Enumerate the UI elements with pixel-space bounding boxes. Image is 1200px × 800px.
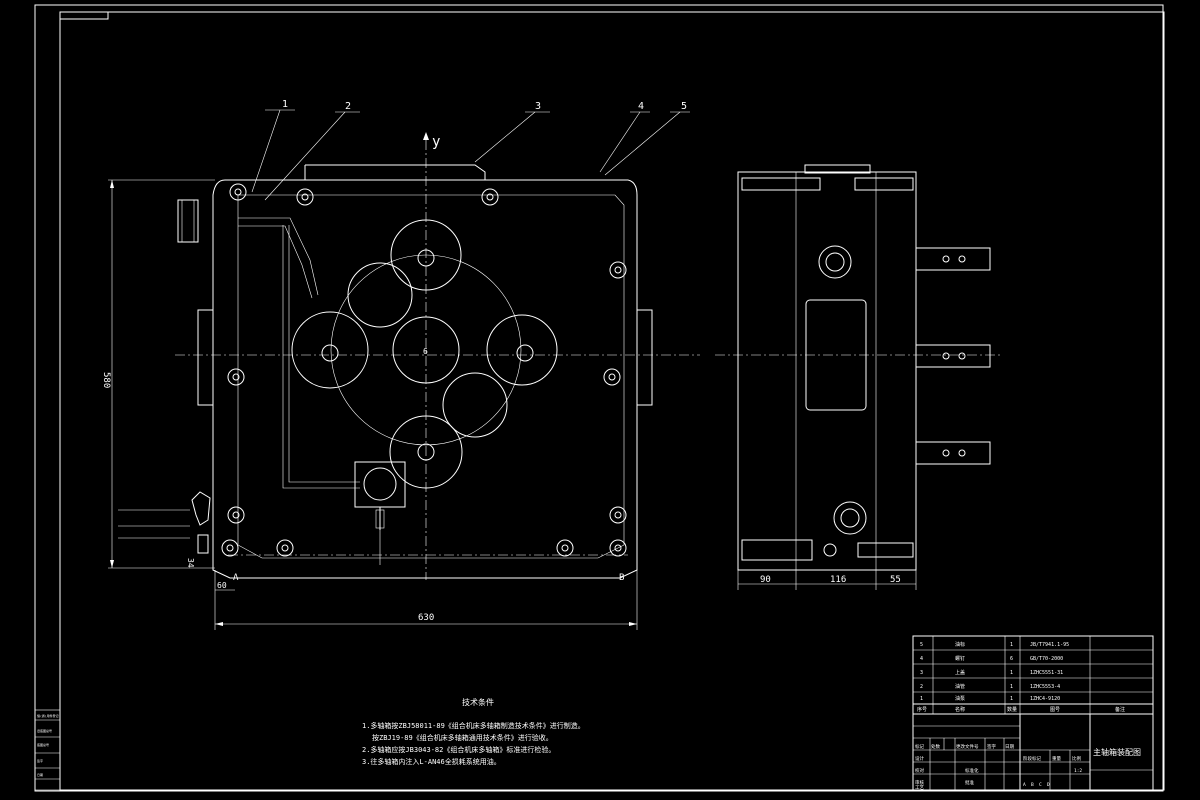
tb-stage-a: A <box>1023 782 1026 788</box>
notes-heading: 技术条件 <box>462 697 494 707</box>
header-remark: 备注 <box>1115 706 1125 713</box>
tb-stage-b: B <box>1031 782 1034 788</box>
part-name-1: 螺钉 <box>955 655 965 662</box>
header-name: 名称 <box>955 706 965 713</box>
point-a: A <box>233 573 239 583</box>
part-name-0: 油标 <box>955 641 965 648</box>
part-name-4: 油泵 <box>955 695 965 702</box>
part-qty-0: 1 <box>1010 642 1013 648</box>
tb-label-4: 日期 <box>1005 744 1014 750</box>
dim-side-c: 55 <box>890 575 901 585</box>
tb-label-11: 阶段标记 <box>1023 755 1041 762</box>
part-code-3: 1ZHC5553-4 <box>1030 684 1060 690</box>
part-code-0: JB/T7941.1-95 <box>1030 642 1069 648</box>
center-label: 6 <box>423 347 428 356</box>
title-block: 标记 处数 更改文件号 签字 日期 设计 校对 审核 工艺 标准化 批准 阶段标… <box>912 713 1154 791</box>
point-b: B <box>619 573 624 583</box>
tb-stage-d: D <box>1047 782 1050 788</box>
tb-label-6: 校对 <box>915 767 924 774</box>
tb-label-12: 重量 <box>1052 755 1061 762</box>
part-qty-1: 6 <box>1010 656 1013 662</box>
dim-offset-left: 60 <box>217 581 227 590</box>
inner-frame <box>59 11 1165 791</box>
part-no-1: 4 <box>920 656 923 662</box>
tb-label-2: 更改文件号 <box>956 743 979 750</box>
side-view: 90 116 55 <box>715 164 1000 590</box>
notes-line-3: 3.往多轴箱内注入L-AN46全损耗系统用油。 <box>362 757 501 766</box>
outer-frame <box>34 4 1164 792</box>
balloon-4: 4 <box>638 101 644 112</box>
tb-label-5: 设计 <box>915 755 924 762</box>
header-qty: 数量 <box>1007 706 1017 713</box>
dim-height: 580 <box>101 372 111 388</box>
part-code-4: 1ZHC4-9120 <box>1030 696 1060 702</box>
strip-text-1: 旧底图总号 <box>37 728 52 733</box>
balloon-2: 2 <box>345 101 351 112</box>
part-qty-3: 1 <box>1010 684 1013 690</box>
dim-offset-bottom: 34 <box>186 558 195 568</box>
parts-list: 5 油标 1 JB/T7941.1-95 4 螺钉 6 GB/T70-2000 … <box>912 635 1154 715</box>
drawing-title: 主轴箱装配图 <box>1093 747 1141 757</box>
axis-y-label: y <box>432 134 440 150</box>
tb-label-1: 处数 <box>931 743 940 750</box>
part-code-2: 1ZHC5551-31 <box>1030 670 1063 676</box>
part-no-3: 2 <box>920 684 923 690</box>
tb-label-8: 工艺 <box>915 785 924 791</box>
header-no: 序号 <box>917 706 927 713</box>
tb-scale: 1:2 <box>1074 768 1082 774</box>
part-no-0: 5 <box>920 642 923 648</box>
dim-width: 630 <box>418 613 434 623</box>
tb-label-7: 审核 <box>915 779 924 786</box>
top-corner-box <box>59 11 109 20</box>
part-no-2: 3 <box>920 670 923 676</box>
part-qty-4: 1 <box>1010 696 1013 702</box>
tb-label-13: 比例 <box>1072 755 1081 762</box>
part-name-2: 上盖 <box>955 669 965 676</box>
part-name-3: 油管 <box>955 683 965 690</box>
left-strip: 借(通)用件登记 旧底图总号 底图总号 签字 日期 <box>34 709 61 791</box>
strip-text-0: 借(通)用件登记 <box>37 713 59 718</box>
dim-side-b: 116 <box>830 575 846 585</box>
tb-label-0: 标记 <box>915 743 924 750</box>
balloon-3: 3 <box>535 101 541 112</box>
balloon-1: 1 <box>282 99 288 110</box>
part-no-4: 1 <box>920 696 923 702</box>
tb-stage-c: C <box>1039 782 1042 788</box>
notes-line-2: 2.多轴箱应按JB3043-82《组合机床多轴箱》标准进行检验。 <box>362 745 555 754</box>
part-qty-2: 1 <box>1010 670 1013 676</box>
technical-notes: 技术条件 1.多轴箱按ZBJ58011-89《组合机床多轴箱制造技术条件》进行制… <box>362 697 585 766</box>
header-code: 图号 <box>1050 707 1060 713</box>
front-view: y 6 1 2 3 4 5 580 <box>101 99 700 630</box>
tb-label-3: 签字 <box>987 743 996 750</box>
notes-line-1: 按ZBJ19-89《组合机床多轴箱通用技术条件》进行验收。 <box>372 733 553 742</box>
strip-text-3: 签字 <box>37 758 43 763</box>
notes-line-0: 1.多轴箱按ZBJ58011-89《组合机床多轴箱制造技术条件》进行制造。 <box>362 721 585 730</box>
dim-side-a: 90 <box>760 575 771 585</box>
tb-label-10: 批准 <box>965 779 974 786</box>
strip-text-4: 日期 <box>37 772 43 777</box>
strip-text-2: 底图总号 <box>37 742 49 747</box>
balloon-5: 5 <box>681 101 687 112</box>
part-code-1: GB/T70-2000 <box>1030 656 1063 662</box>
tb-label-9: 标准化 <box>965 767 979 774</box>
